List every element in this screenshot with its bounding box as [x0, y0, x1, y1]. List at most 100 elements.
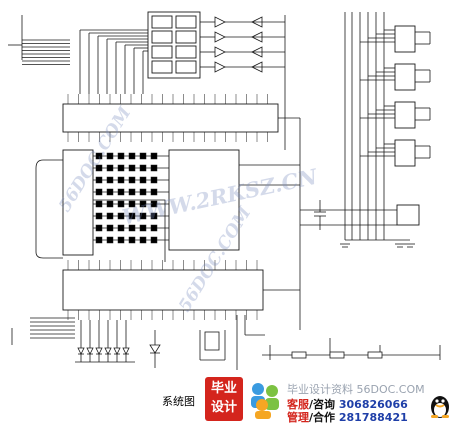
ic-chip-middle: [168, 149, 240, 251]
pin-pad: [95, 200, 103, 208]
contact-line-manage: 管理/合作 281788421: [287, 409, 408, 425]
pin-pad: [128, 164, 136, 172]
pin-pad: [150, 188, 158, 196]
pin-pad: [95, 188, 103, 196]
pin-pad: [150, 152, 158, 160]
label-manage: 管理: [287, 411, 309, 424]
pin-pad: [128, 224, 136, 232]
pin-pad: [150, 236, 158, 244]
buffer-symbol: [251, 61, 263, 73]
site-logo: 毕业 设计: [205, 377, 243, 421]
pin-pad: [95, 176, 103, 184]
pin-pad: [139, 152, 147, 160]
phone-service: 306826066: [338, 398, 408, 411]
pin-pad: [95, 236, 103, 244]
display-digit: [151, 60, 173, 74]
site-name: 毕业设计资料 56DOC.COM: [287, 383, 425, 396]
resistor: [367, 351, 383, 359]
pin-pad: [95, 164, 103, 172]
pin-pad: [128, 152, 136, 160]
display-digit: [151, 30, 173, 44]
resistor: [329, 351, 345, 359]
pin-pad: [117, 212, 125, 220]
relay-block: [394, 63, 416, 91]
pin-pad: [95, 152, 103, 160]
pin-pad: [128, 200, 136, 208]
pin-pad: [128, 236, 136, 244]
diagram-caption: 系统图: [162, 395, 195, 408]
pin-pad: [95, 212, 103, 220]
pin-pad: [117, 224, 125, 232]
display-digit: [151, 15, 173, 29]
pin-pad: [150, 224, 158, 232]
pin-pad: [139, 164, 147, 172]
display-digit: [175, 60, 197, 74]
ic-chips: [62, 11, 420, 311]
pin-pad: [139, 224, 147, 232]
pin-pad: [95, 224, 103, 232]
pin-pad: [106, 176, 114, 184]
buffer-symbol: [251, 46, 263, 58]
pin-pad: [128, 212, 136, 220]
display-digit: [175, 30, 197, 44]
buffer-symbol: [251, 31, 263, 43]
pin-pad: [106, 188, 114, 196]
pin-pad: [117, 176, 125, 184]
crystal-oscillator: [204, 331, 220, 351]
led-icon: [113, 347, 121, 355]
pin-pad: [117, 200, 125, 208]
pin-pad: [150, 200, 158, 208]
pin-pad: [150, 176, 158, 184]
components: [77, 16, 415, 359]
pin-pad: [139, 176, 147, 184]
pin-pad: [106, 200, 114, 208]
pin-pad: [117, 188, 125, 196]
resistor: [291, 351, 307, 359]
footer-banner: 毕业 设计 毕业设计资料 56DOC.COM 客服/咨询 306826066 管…: [205, 377, 454, 425]
led-icon: [122, 347, 130, 355]
diode-icon: [149, 344, 161, 354]
people-icon: [251, 383, 279, 419]
ic-chip-right: [396, 204, 420, 226]
buffer-symbol: [214, 61, 226, 73]
pin-pad: [106, 236, 114, 244]
label-service: 客服: [287, 398, 309, 411]
contact-line-service: 客服/咨询 306826066: [287, 396, 408, 412]
pin-pad: [106, 152, 114, 160]
pin-pad: [139, 200, 147, 208]
buffer-symbol: [214, 31, 226, 43]
pin-pad: [117, 164, 125, 172]
pin-pad: [128, 176, 136, 184]
relay-block: [394, 139, 416, 167]
pin-pad: [117, 236, 125, 244]
pin-pad: [139, 236, 147, 244]
pin-pad: [150, 164, 158, 172]
pin-pad: [139, 212, 147, 220]
pin-pad: [117, 152, 125, 160]
led-icon: [104, 347, 112, 355]
relay-block: [394, 25, 416, 53]
ic-chip-top: [62, 103, 279, 133]
chip-pins: [67, 94, 268, 320]
pin-pad: [150, 212, 158, 220]
display-digit: [175, 45, 197, 59]
ic-chip-left-upper: [62, 149, 94, 256]
display-digit: [175, 15, 197, 29]
led-icon: [95, 347, 103, 355]
pin-pad: [106, 164, 114, 172]
label-consult: /咨询: [309, 398, 336, 411]
relay-block: [394, 101, 416, 129]
logo-line-2: 设计: [210, 400, 237, 415]
pin-pad: [139, 188, 147, 196]
qq-penguin-icon: [431, 396, 449, 418]
led-icon: [86, 347, 94, 355]
display-digit: [151, 45, 173, 59]
buffer-symbol: [214, 16, 226, 28]
phone-manage: 281788421: [338, 411, 408, 424]
bus-loop: [35, 159, 63, 259]
buffer-symbol: [214, 46, 226, 58]
bus-line: [93, 199, 166, 262]
ic-chip-bottom: [62, 269, 264, 311]
logo-line-1: 毕业: [210, 381, 237, 396]
pin-pad: [128, 188, 136, 196]
